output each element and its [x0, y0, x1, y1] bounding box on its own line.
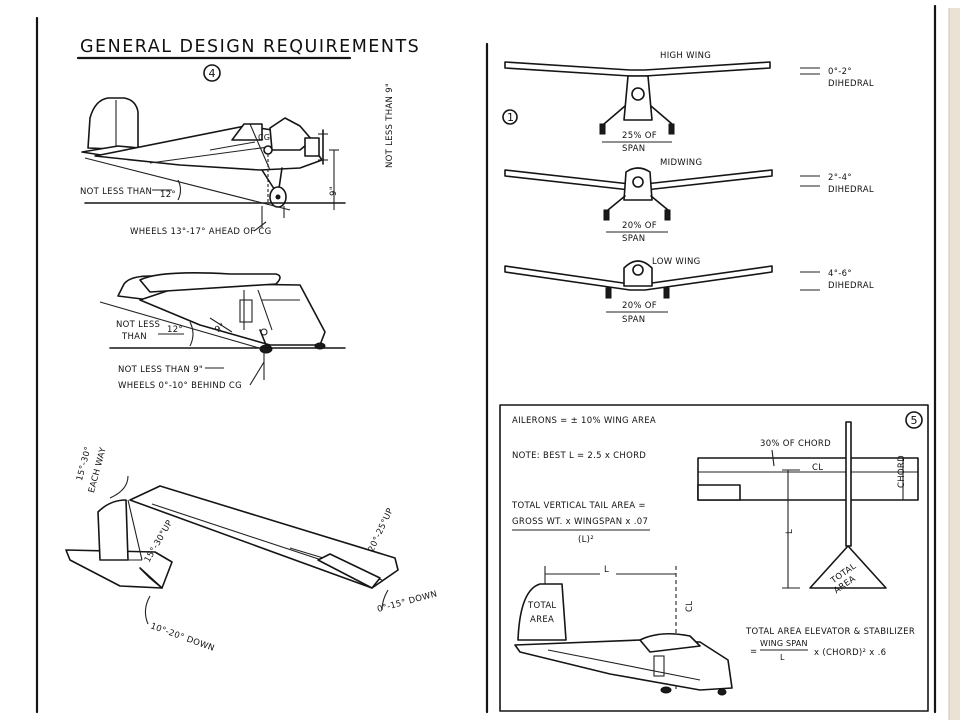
- l-dimension-bottom: L: [604, 565, 609, 575]
- wing-section: [231, 123, 263, 141]
- panel-4-number-circle: [203, 64, 221, 82]
- thirty-pct-chord: 30% OF CHORD: [760, 439, 831, 449]
- panel-4-number: 4: [209, 67, 216, 80]
- tail-boom: [845, 421, 852, 547]
- low-wing-dihedral-angle: 4°-6°: [828, 269, 852, 279]
- tri-wing: [139, 272, 281, 293]
- tri-nine-inch-label: 9": [213, 321, 227, 335]
- side-fin: [517, 583, 567, 641]
- sheet-title: GENERAL DESIGN REQUIREMENTS: [80, 37, 420, 57]
- binding-strip: [949, 8, 960, 720]
- vertical-tail-area-3: (L)²: [578, 535, 594, 545]
- fin-area: AREA: [530, 615, 554, 625]
- twelve-degree-label: 12°: [160, 190, 176, 200]
- high-wing-shape: [504, 61, 771, 77]
- formula-numerator: WING SPAN: [760, 639, 808, 648]
- mid-wing-dihedral: DIHEDRAL: [828, 185, 874, 195]
- panel-tricycle: NOT LESS THAN 12° 9" NOT LESS THAN 9" WH…: [99, 272, 346, 391]
- mid-wing-span-pct: 20% OF: [622, 221, 657, 231]
- low-wing-dihedral: DIHEDRAL: [828, 281, 874, 291]
- high-wing-dihedral: DIHEDRAL: [828, 79, 874, 89]
- panel-1-dihedral: 1 HIGH WING 25% OF SPAN 0°-2° DIHEDRAL M…: [502, 51, 874, 325]
- cg-mark: [263, 145, 273, 155]
- mid-wing-dihedral-angle: 2°-4°: [828, 173, 852, 183]
- formula-rest: x (CHORD)² x .6: [814, 648, 886, 658]
- fin-total: TOTAL: [527, 601, 556, 611]
- panel-5-number-circle: [905, 411, 923, 429]
- panel-5-sizing: 5 AILERONS = ± 10% WING AREA NOTE: BEST …: [499, 404, 929, 712]
- panel-5-number: 5: [911, 414, 918, 427]
- tail-area-triangle: [809, 545, 887, 589]
- low-wing-label: LOW WING: [652, 257, 701, 267]
- chord-label: CHORD: [897, 455, 907, 488]
- panel-5-frame: [499, 404, 929, 712]
- high-wing-dihedral-angle: 0°-2°: [828, 67, 852, 77]
- high-wing-label: HIGH WING: [660, 51, 711, 61]
- wheels-ahead-label: WHEELS 13°-17° AHEAD OF CG: [130, 227, 272, 237]
- panel-1-number-circle: [502, 109, 518, 125]
- panel-control-surfaces: 15°-30° EACH WAY 15°-30°UP 10°-20° DOWN …: [65, 445, 438, 654]
- ailerons-rule: AILERONS = ± 10% WING AREA: [512, 416, 656, 426]
- tri-not-less-label: NOT LESS: [116, 320, 160, 330]
- panel-1-number: 1: [507, 111, 514, 124]
- cl-label: CL: [812, 463, 823, 473]
- vertical-fin: [97, 499, 129, 561]
- tri-twelve-degree-label: 12°: [167, 325, 183, 335]
- l-dimension: L: [785, 529, 795, 534]
- formula-denominator: L: [780, 653, 785, 662]
- tri-main-wheel: [259, 344, 273, 354]
- high-wing-span-pct: 25% OF: [622, 131, 657, 141]
- low-wing-span-pct: 20% OF: [622, 301, 657, 311]
- panel-4-taildragger: 4 CG NOT LESS THAN 12°: [80, 64, 395, 237]
- high-wing-span: SPAN: [622, 144, 645, 154]
- tri-wheels-behind-label: WHEELS 0°-10° BEHIND CG: [118, 381, 242, 391]
- low-wing-span: SPAN: [622, 315, 645, 325]
- not-less-than-label: NOT LESS THAN: [80, 187, 152, 197]
- mid-wing-span: SPAN: [622, 234, 645, 244]
- cl-bottom: CL: [685, 601, 695, 612]
- formula-equals: =: [750, 647, 757, 657]
- mid-wing-label: MIDWING: [660, 158, 702, 168]
- vertical-tail-area-2: GROSS WT. x WINGSPAN x .07: [512, 517, 648, 527]
- best-l-note: NOTE: BEST L = 2.5 x CHORD: [512, 451, 646, 461]
- nine-inch-label: 9": [329, 186, 339, 196]
- tri-not-less-than-9-label: NOT LESS THAN 9": [118, 365, 203, 375]
- not-less-than-9-label: NOT LESS THAN 9": [385, 83, 395, 168]
- tail-fin: [87, 97, 139, 151]
- elevator-stabilizer-label: TOTAL AREA ELEVATOR & STABILIZER: [745, 627, 915, 637]
- vertical-tail-area-1: TOTAL VERTICAL TAIL AREA =: [511, 501, 646, 511]
- cg-label: CG: [258, 133, 270, 142]
- tri-than-label: THAN: [121, 332, 147, 342]
